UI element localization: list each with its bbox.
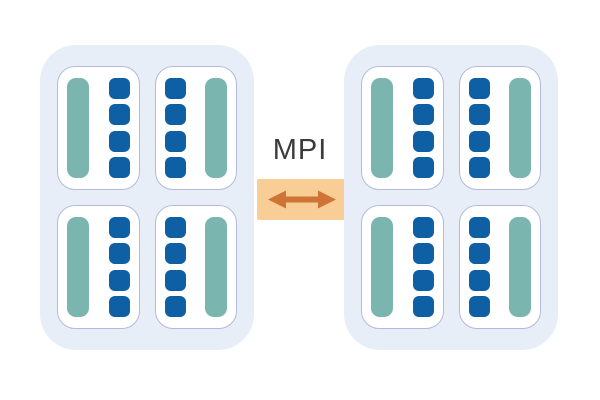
core-square: [468, 78, 490, 99]
core-square: [412, 217, 434, 238]
core-square: [412, 130, 434, 152]
processor-socket: [361, 66, 444, 190]
core-square: [468, 269, 490, 291]
compute-node-2: [344, 45, 558, 350]
core-square: [412, 104, 434, 126]
socket-bar: [509, 78, 531, 178]
core-squares: [164, 217, 186, 317]
socket-bar: [67, 217, 89, 317]
processor-socket: [57, 205, 140, 329]
core-square: [468, 104, 490, 126]
core-squares: [412, 217, 434, 317]
core-squares: [412, 78, 434, 178]
core-square: [164, 104, 186, 126]
socket-bar: [509, 217, 531, 317]
core-square: [468, 295, 490, 317]
mpi-label: MPI: [272, 134, 328, 166]
core-square: [108, 295, 130, 317]
core-squares: [468, 217, 490, 317]
socket-bar: [67, 78, 89, 178]
processor-socket: [458, 205, 541, 329]
core-square: [468, 156, 490, 178]
socket-bar: [205, 217, 227, 317]
core-squares: [108, 78, 130, 178]
processor-socket: [458, 66, 541, 190]
processor-socket: [154, 66, 237, 190]
core-square: [412, 156, 434, 178]
core-square: [412, 269, 434, 291]
core-square: [164, 243, 186, 265]
core-square: [108, 104, 130, 126]
mpi-link-box: [257, 179, 345, 220]
core-squares: [468, 78, 490, 178]
core-square: [412, 295, 434, 317]
socket-bar: [371, 78, 393, 178]
core-square: [468, 217, 490, 238]
socket-bar: [371, 217, 393, 317]
core-square: [164, 269, 186, 291]
core-square: [468, 243, 490, 265]
core-square: [164, 78, 186, 99]
core-square: [412, 243, 434, 265]
core-square: [164, 217, 186, 238]
double-arrow-icon: [268, 190, 336, 209]
core-square: [108, 78, 130, 99]
core-square: [108, 269, 130, 291]
core-squares: [164, 78, 186, 178]
core-square: [108, 130, 130, 152]
core-square: [164, 130, 186, 152]
core-square: [108, 217, 130, 238]
core-square: [412, 78, 434, 99]
compute-node-1: [40, 45, 254, 350]
core-square: [164, 295, 186, 317]
processor-socket: [57, 66, 140, 190]
core-square: [468, 130, 490, 152]
core-squares: [108, 217, 130, 317]
core-square: [164, 156, 186, 178]
processor-socket: [154, 205, 237, 329]
processor-socket: [361, 205, 444, 329]
core-square: [108, 243, 130, 265]
core-square: [108, 156, 130, 178]
socket-bar: [205, 78, 227, 178]
